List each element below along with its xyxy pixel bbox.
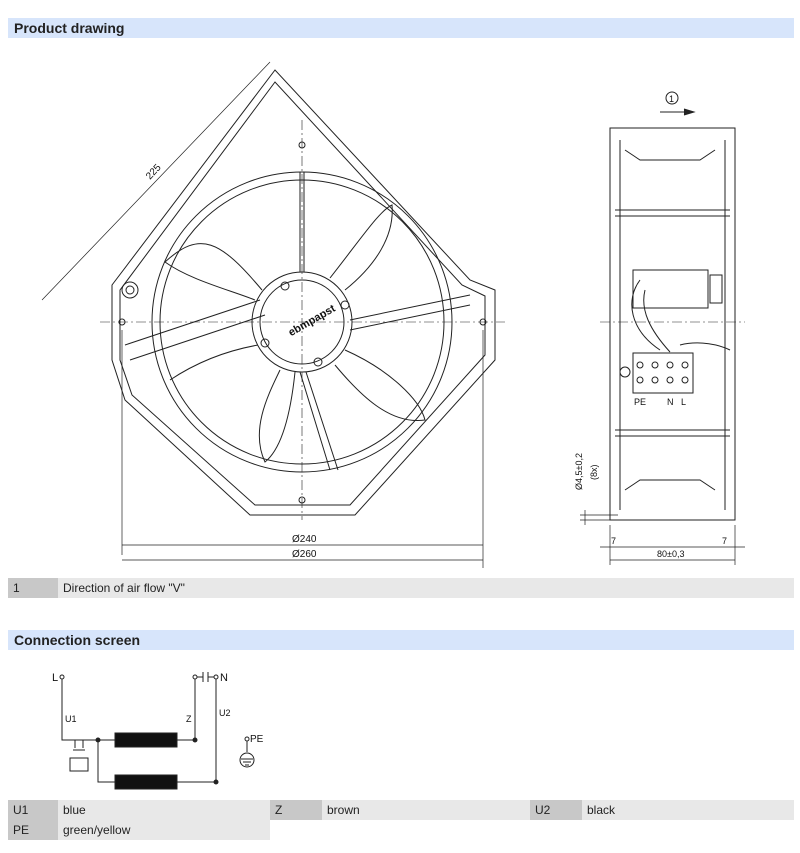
wire-table-row: U1 blue Z brown U2 black (8, 800, 794, 820)
fan-side-view (580, 91, 745, 565)
dim-diagonal: 225 (144, 162, 164, 182)
label-n: N (220, 672, 228, 684)
brand-logo: ebmpapst (287, 302, 338, 339)
dim-flange-right: 7 (722, 536, 727, 546)
product-drawing-header: Product drawing (8, 18, 794, 38)
dim-depth: 80±0,3 (657, 549, 684, 559)
dim-260: Ø260 (292, 549, 317, 560)
product-drawing: 225 Ø240 Ø260 ebmpapst 1 PE N L Ø4,5±0,2… (41, 61, 745, 568)
fan-front-view (41, 61, 505, 568)
wire-key: Z (270, 800, 322, 820)
terminal-l: L (681, 397, 686, 407)
airflow-callout: 1 (669, 94, 674, 104)
wire-key: U1 (8, 800, 58, 820)
wire-key: U2 (530, 800, 582, 820)
legend-row: 1 Direction of air flow "V" (8, 578, 794, 598)
label-u1: U1 (65, 714, 77, 724)
wire-key: PE (8, 820, 58, 840)
label-l: L (52, 672, 58, 684)
dim-hole: Ø4,5±0,2 (574, 453, 584, 490)
terminal-pe: PE (634, 397, 646, 407)
label-z: Z (186, 714, 192, 724)
terminal-n: N (667, 397, 674, 407)
label-u2: U2 (219, 708, 231, 718)
wire-color: green/yellow (58, 820, 270, 840)
connection-screen-header: Connection screen (8, 630, 794, 650)
dim-flange-left: 7 (611, 536, 616, 546)
legend-key: 1 (8, 578, 58, 598)
legend-value: Direction of air flow "V" (58, 578, 794, 598)
wire-table-row: PE green/yellow (8, 820, 270, 840)
wire-color: blue (58, 800, 270, 820)
dim-240: Ø240 (292, 534, 317, 545)
dim-hole-count: (8x) (589, 464, 599, 480)
label-pe: PE (250, 734, 264, 745)
wire-color: black (582, 800, 794, 820)
wire-color: brown (322, 800, 530, 820)
